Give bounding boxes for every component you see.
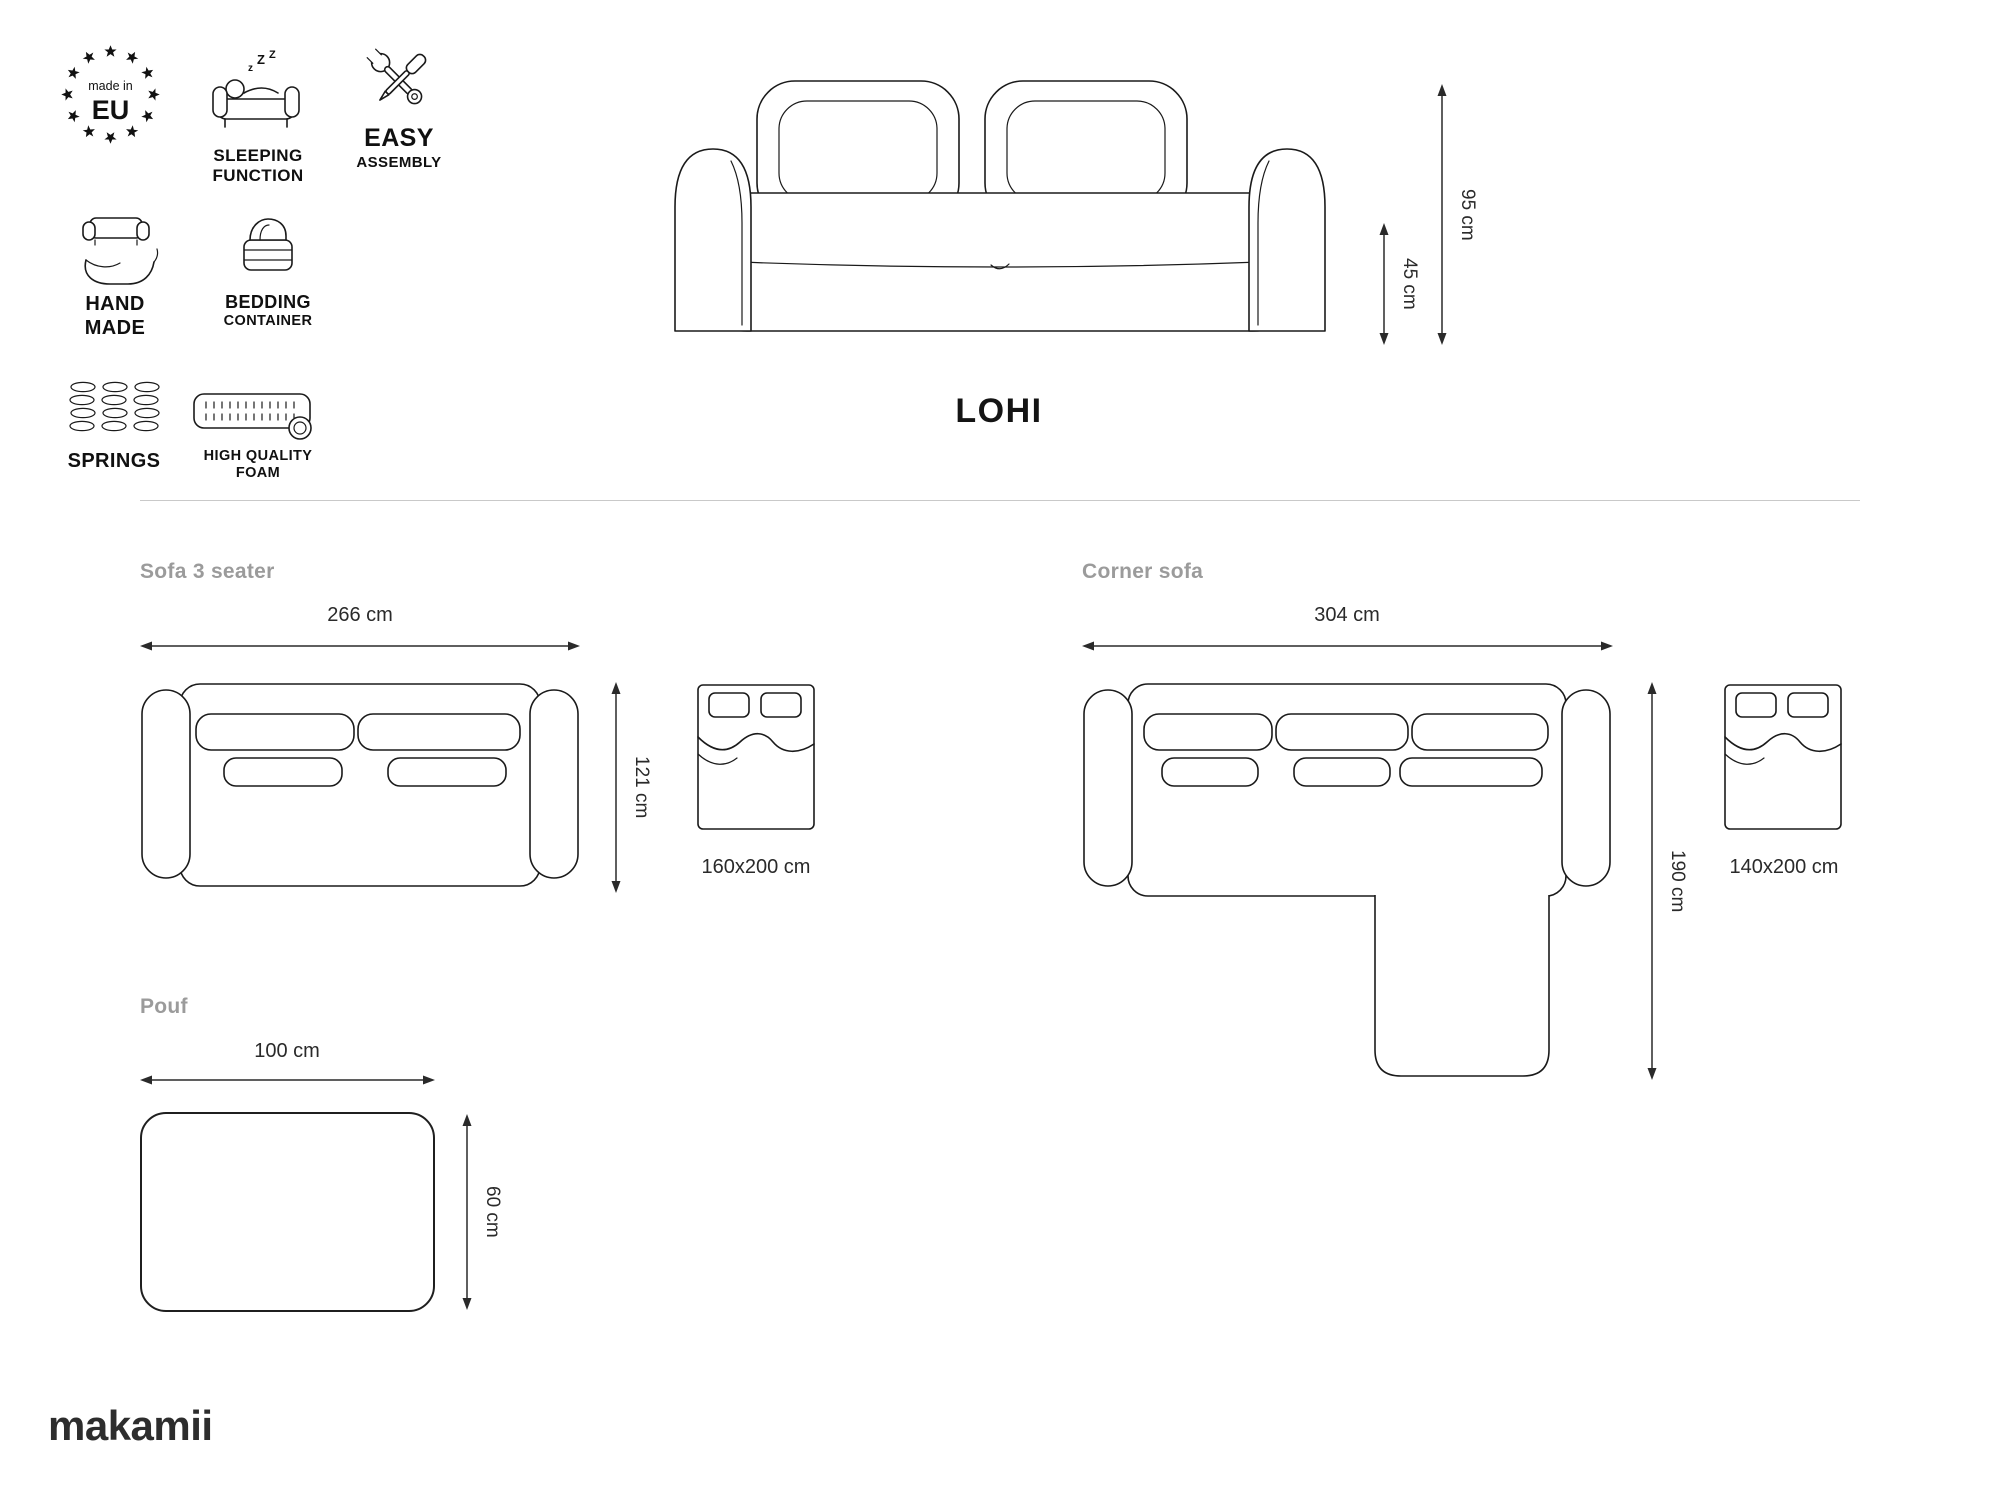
corner-sofa-top-view-drawing (1083, 683, 1611, 1077)
springs-label: SPRINGS (67, 450, 161, 472)
armrest (529, 689, 579, 879)
pouf-width-dimension: 100 cm (254, 1040, 320, 1062)
corner-depth-dimension: 190 cm (1667, 849, 1688, 913)
brand-logo: makamii (48, 1402, 213, 1449)
armrest (141, 689, 191, 879)
pillow (387, 757, 507, 787)
back-cushion (357, 713, 521, 751)
made-in-label: made in (88, 79, 133, 93)
back-cushion (1143, 713, 1273, 751)
corner-depth-arrow (1647, 682, 1657, 1080)
sleeping-function-label: SLEEPING FUNCTION (212, 146, 304, 186)
sofa3-width-arrow (140, 641, 580, 651)
seat-base (713, 192, 1287, 332)
high-quality-foam-icon (193, 393, 312, 440)
sofa3-sleeping-area: 160x200 cm (701, 856, 811, 878)
hand (84, 259, 155, 285)
hand-made-label: HAND MADE (84, 293, 146, 339)
screwdriver (379, 53, 427, 101)
sofa-front-view-drawing (674, 80, 1326, 332)
corner-section-title: Corner sofa (1082, 560, 1204, 583)
corner-bed-icon (1724, 684, 1842, 830)
bedding-container-label: BEDDING CONTAINER (223, 292, 313, 330)
pillow (223, 757, 343, 787)
pouf-width-arrow (140, 1075, 435, 1085)
seat-height-arrow (1379, 223, 1389, 345)
sofa3-top-view-drawing (141, 683, 579, 887)
seat-seam (739, 261, 1261, 268)
zzz-text: Z (257, 52, 265, 67)
sleeper-head (225, 79, 245, 99)
sofa3-bed-icon (697, 684, 815, 830)
armrest (1561, 689, 1611, 887)
easy-assembly-label: EASY ASSEMBLY (356, 124, 442, 171)
high-quality-foam-label: HIGH QUALITY FOAM (203, 448, 313, 482)
total-height-arrow (1437, 84, 1447, 345)
total-height-dimension: 95 cm (1457, 188, 1478, 241)
pillow (1293, 757, 1391, 787)
chaise (1374, 895, 1550, 1077)
sleeping-function-icon: z Z Z (212, 49, 300, 128)
zzz-text: z (248, 63, 253, 74)
sofa3-width-dimension: 266 cm (327, 604, 393, 626)
seat-height-dimension: 45 cm (1399, 258, 1420, 310)
quality-badge (288, 416, 312, 440)
sofa3-depth-dimension: 121 cm (631, 756, 652, 819)
feature-badges: made in EU z Z Z SLEEPING FUNCTION (0, 0, 470, 500)
made-in-eu-icon: made in EU (61, 45, 160, 144)
sofa3-section-title: Sofa 3 seater (140, 560, 275, 583)
mini-sofa (89, 217, 143, 239)
corner-sleeping-area: 140x200 cm (1729, 856, 1839, 878)
hand-made-icon (82, 217, 159, 285)
corner-width-arrow (1082, 641, 1613, 651)
back-cushion (195, 713, 355, 751)
bedding-container-icon (243, 218, 293, 271)
pouf-section-title: Pouf (140, 995, 188, 1018)
pillow (1399, 757, 1543, 787)
back-cushion (1275, 713, 1409, 751)
pouf-outline-drawing (140, 1112, 435, 1312)
sofa3-depth-arrow (611, 682, 621, 893)
eu-label: EU (92, 95, 130, 125)
pillow (1161, 757, 1259, 787)
back-cushions (756, 80, 1188, 222)
pouf-depth-arrow (462, 1114, 472, 1310)
armrests (674, 148, 1326, 332)
back-cushion (1411, 713, 1549, 751)
pouf-depth-dimension: 60 cm (482, 1186, 503, 1238)
springs-icon (69, 381, 160, 432)
easy-assembly-icon (366, 48, 427, 105)
corner-width-dimension: 304 cm (1314, 604, 1380, 626)
zzz-text: Z (269, 49, 276, 61)
product-name: LOHI (955, 392, 1043, 430)
sleeper-body (243, 87, 279, 94)
divider (140, 500, 1860, 501)
armrest (1083, 689, 1133, 887)
